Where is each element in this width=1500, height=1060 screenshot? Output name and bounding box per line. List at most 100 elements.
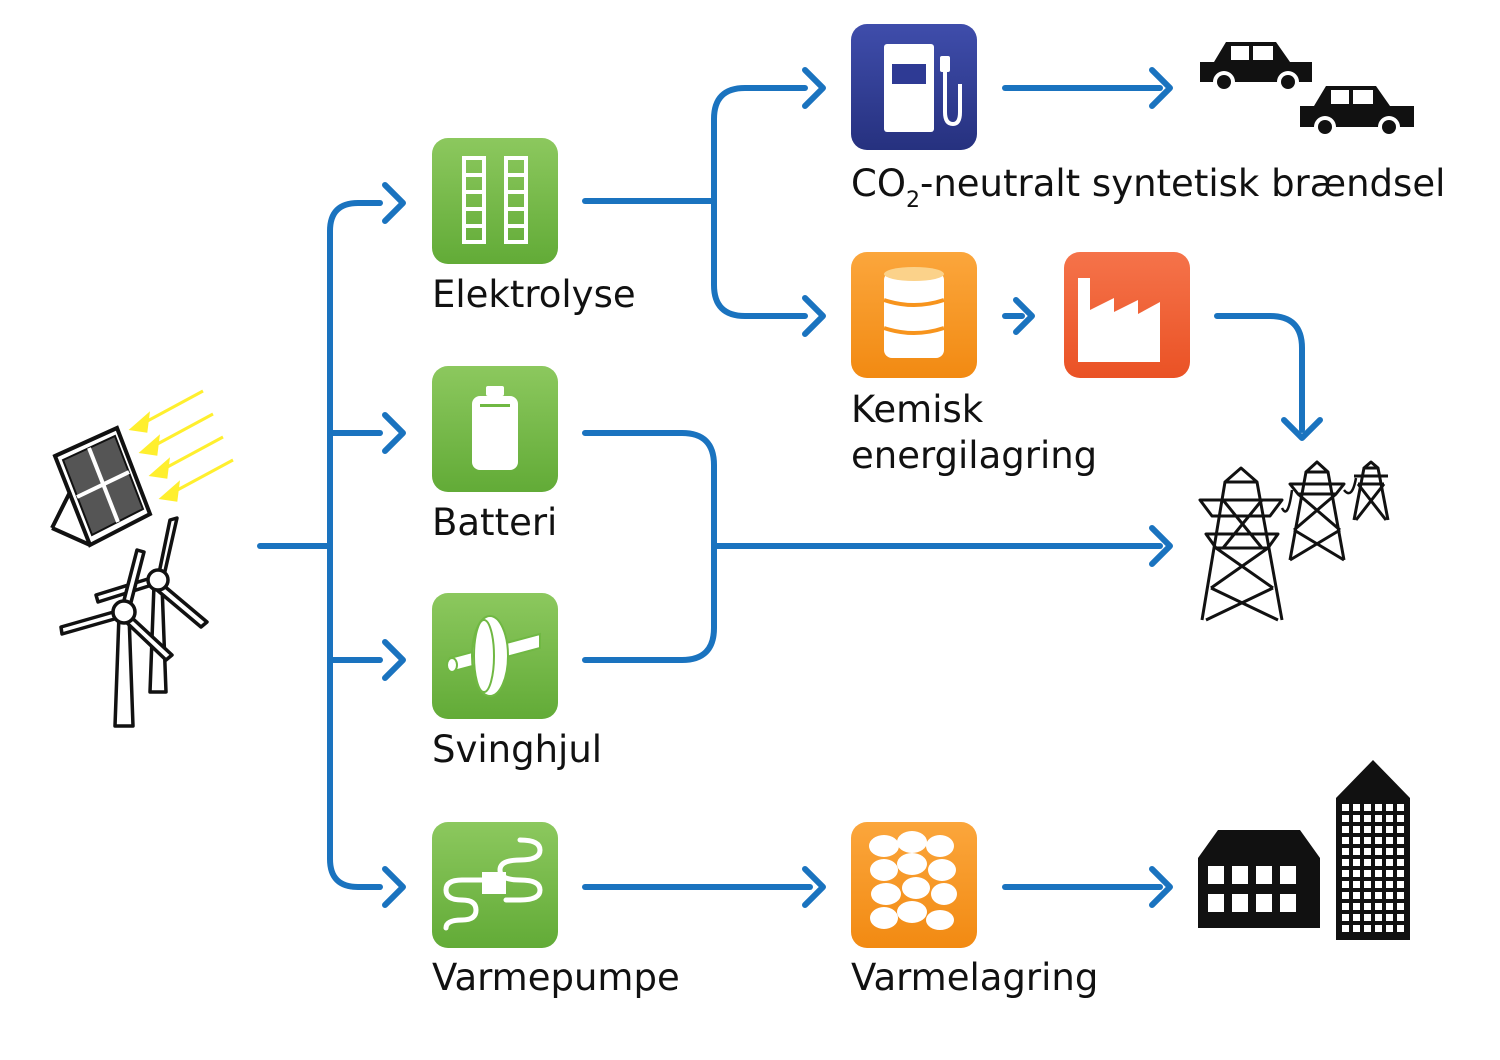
building-window	[1386, 837, 1393, 844]
building-window	[1364, 859, 1371, 866]
building-window	[1353, 815, 1360, 822]
building-window	[1353, 804, 1360, 811]
building-window	[1386, 804, 1393, 811]
electrolyzer-tile	[432, 138, 558, 264]
building-window	[1342, 848, 1349, 855]
battery-icon	[472, 386, 518, 470]
building-window	[1386, 914, 1393, 921]
factory-to-grid-arrow	[1214, 313, 1305, 433]
building-window	[1364, 826, 1371, 833]
building-window	[1397, 859, 1404, 866]
car-icon-front	[1300, 86, 1414, 138]
building-window	[1397, 881, 1404, 888]
building-window	[1397, 870, 1404, 877]
label-svinghjul: Svinghjul	[432, 728, 602, 771]
label-varmepumpe: Varmepumpe	[432, 956, 680, 999]
building-window	[1342, 881, 1349, 888]
label-fuel-rest: -neutralt syntetisk brændsel	[920, 162, 1445, 205]
building-window	[1397, 914, 1404, 921]
factory-tile	[1064, 252, 1190, 378]
building-window	[1353, 826, 1360, 833]
cars-icon	[1200, 42, 1414, 138]
building-window	[1397, 925, 1404, 932]
building-window	[1386, 925, 1393, 932]
factory-icon	[1078, 278, 1160, 362]
building-window	[1364, 848, 1371, 855]
building-window	[1375, 815, 1382, 822]
building-window	[1375, 903, 1382, 910]
label-batteri: Batteri	[432, 501, 557, 544]
label-fuel-sub: 2	[906, 188, 920, 213]
left-branch-line	[327, 200, 383, 890]
building-window	[1397, 848, 1404, 855]
building-window	[1375, 881, 1382, 888]
building-window	[1375, 892, 1382, 899]
buildings-icon	[1198, 760, 1410, 940]
building-window	[1397, 804, 1404, 811]
building-window	[1375, 925, 1382, 932]
building-window	[1386, 892, 1393, 899]
building-window	[1342, 837, 1349, 844]
flywheel-icon	[446, 615, 541, 697]
building-window	[1353, 892, 1360, 899]
building-window	[1353, 881, 1360, 888]
building-window	[1375, 859, 1382, 866]
heat-storage-icon	[869, 831, 957, 930]
label-kemisk-line1: Kemisk	[851, 388, 984, 431]
building-window	[1386, 815, 1393, 822]
fuel-pump-tile	[851, 24, 977, 150]
building-window	[1342, 859, 1349, 866]
split-to-fuel	[711, 85, 808, 319]
building-window	[1364, 804, 1371, 811]
solar-panel-icon	[50, 389, 234, 548]
building-window	[1353, 870, 1360, 877]
building-window	[1342, 925, 1349, 932]
car-icon-back	[1200, 42, 1312, 93]
building-window	[1375, 848, 1382, 855]
electrolyzer-icon	[462, 156, 528, 244]
building-window	[1386, 848, 1393, 855]
building-window	[1342, 815, 1349, 822]
building-window	[1342, 870, 1349, 877]
label-elektrolyse: Elektrolyse	[432, 273, 636, 316]
building-window	[1364, 881, 1371, 888]
fuel-tank-icon	[883, 267, 945, 358]
building-window	[1386, 870, 1393, 877]
building-window	[1364, 837, 1371, 844]
building-window	[1364, 892, 1371, 899]
flywheel-tile	[432, 593, 558, 719]
heat-pump-icon	[443, 837, 543, 931]
building-window	[1353, 914, 1360, 921]
building-window	[1386, 826, 1393, 833]
building-window	[1342, 892, 1349, 899]
building-window	[1353, 903, 1360, 910]
building-window	[1375, 804, 1382, 811]
building-window	[1397, 826, 1404, 833]
building-window	[1342, 804, 1349, 811]
building-window	[1397, 903, 1404, 910]
building-window	[1342, 914, 1349, 921]
fuel-tank-tile	[851, 252, 977, 378]
battery-tile	[432, 366, 558, 492]
building-window	[1386, 881, 1393, 888]
building-window	[1353, 859, 1360, 866]
low-building-icon	[1198, 830, 1320, 928]
heat-storage-tile	[851, 822, 977, 948]
building-window	[1353, 837, 1360, 844]
flow-arrows	[257, 67, 1323, 908]
building-window	[1375, 914, 1382, 921]
building-window	[1375, 870, 1382, 877]
building-window	[1375, 826, 1382, 833]
building-window	[1364, 914, 1371, 921]
heat-pump-tile	[432, 822, 558, 948]
building-window	[1364, 925, 1371, 932]
building-window	[1386, 903, 1393, 910]
power-grid-icon	[1198, 460, 1390, 622]
label-fuel: CO2-neutralt syntetisk brændsel	[851, 162, 1445, 213]
building-window	[1397, 837, 1404, 844]
building-window	[1386, 859, 1393, 866]
label-kemisk-line2: energilagring	[851, 434, 1097, 477]
batteri-svinghjul-merge	[582, 430, 717, 663]
building-window	[1353, 848, 1360, 855]
